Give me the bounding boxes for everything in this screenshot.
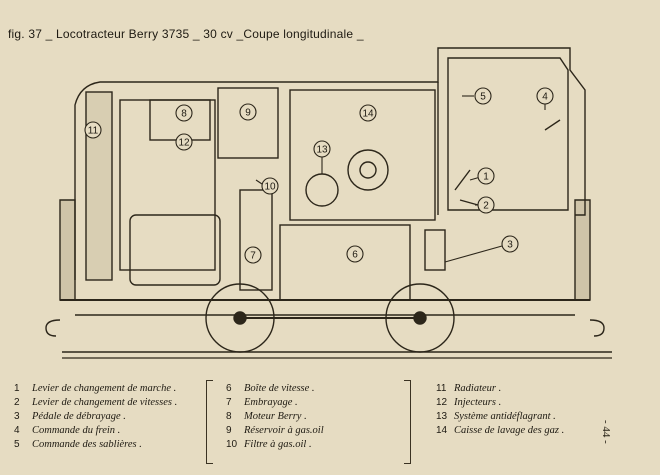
svg-text:7: 7 [250,251,256,262]
svg-text:12: 12 [178,138,190,149]
legend-bracket-right-1 [404,380,411,464]
svg-text:11: 11 [88,126,99,137]
callout-2: 2 [475,196,495,214]
callout-4: 4 [536,87,554,110]
svg-text:3: 3 [507,240,513,251]
washing-box-drum [347,149,389,191]
callout-9: 9 [239,103,257,121]
callout-1: 1 [469,167,495,185]
brake-handle [544,119,561,131]
clutch-housing [239,189,273,291]
washing-box-drum-hub [359,161,377,179]
callout-3: 3 [444,235,519,263]
legend-bracket-left-1 [206,380,213,464]
callout-5: 5 [462,87,492,105]
body-outline [74,47,586,280]
direction-lever [454,169,471,191]
engine-block [119,99,216,271]
front-coupler [45,319,61,337]
gear-lever [459,199,479,206]
callout-6: 6 [346,245,364,263]
svg-text:1: 1 [483,172,489,183]
svg-text:13: 13 [316,145,328,156]
oil-sump [129,214,221,286]
svg-text:2: 2 [483,201,489,212]
antideflagrant-disc [305,173,339,207]
svg-text:5: 5 [480,92,486,103]
callout-8: 8 [175,104,193,122]
locomotive-cross-section: 1 2 3 4 5 6 7 8 9 10 11 12 13 14 [45,47,612,359]
svg-text:10: 10 [264,182,276,193]
cab-window [447,57,569,211]
svg-text:14: 14 [362,109,374,120]
figure-title: fig. 37 _ Locotracteur Berry 3735 _ 30 c… [8,27,364,41]
fuel-tank [217,87,279,159]
callout-13: 13 [313,140,331,174]
callout-7: 7 [244,246,262,264]
rear-coupler [589,319,605,337]
callout-14: 14 [359,104,377,122]
gearbox-housing [279,224,411,301]
svg-text:6: 6 [352,250,358,261]
callout-10: 10 [255,177,279,195]
radiator [85,91,113,281]
pedal-assembly [424,229,446,271]
page-number: - 44 - [600,420,612,444]
svg-text:4: 4 [542,92,548,103]
front-buffer-beam [59,199,76,301]
svg-text:8: 8 [181,109,187,120]
callout-11: 11 [84,121,102,139]
gas-washing-box [289,89,436,221]
svg-text:9: 9 [245,108,251,119]
callout-12: 12 [175,133,193,151]
